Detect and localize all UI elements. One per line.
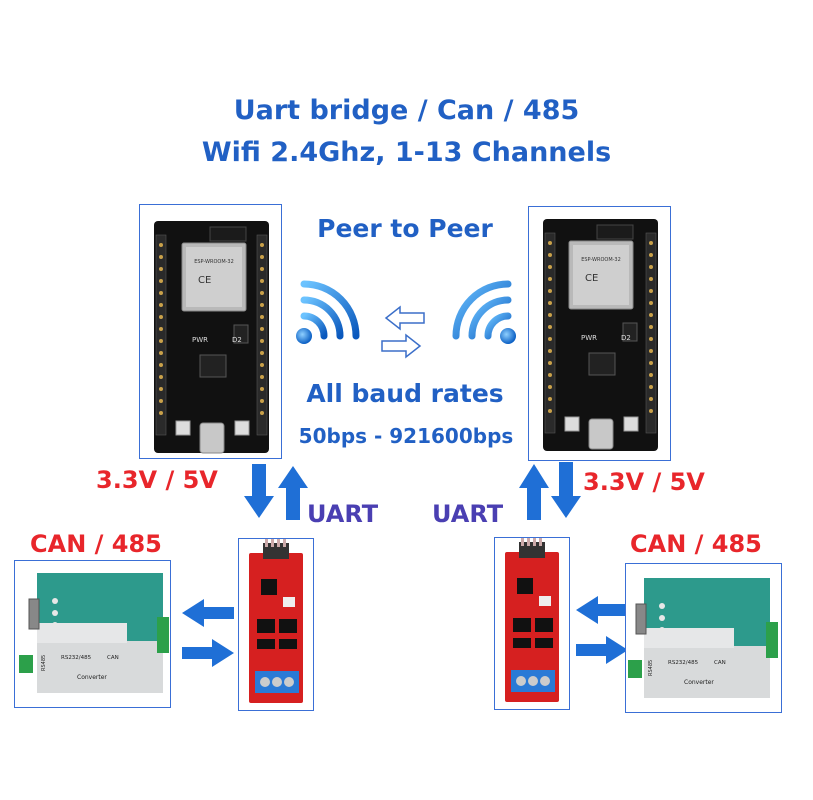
esp32-board-left: ESP-WROOM-32 CE PWR D2 [154,221,269,454]
converter-left-can: CAN [107,655,119,661]
converter-left-name: Converter [77,674,107,681]
converter-left-side: RS485 [41,655,47,671]
svg-text:CE: CE [585,273,598,284]
pwr-label-left: PWR [192,336,208,344]
converter-left-label: RS232/485 [61,655,92,661]
title-line-2: Wifi 2.4Ghz, 1-13 Channels [201,137,612,168]
rs485-module-right [505,538,559,702]
baud-title: All baud rates [306,379,504,408]
voltage-label-left: 3.3V / 5V [96,466,218,494]
arrow-left-outline-icon [384,305,425,331]
chip-label-left: ESP-WROOM-32 [194,259,234,265]
rs485-module-right-frame [494,537,570,710]
can-label-right: CAN / 485 [630,530,762,558]
converter-right-can: CAN [714,660,726,666]
converter-arrows-right [576,596,628,664]
arrow-left-icon [576,596,628,624]
uart-arrows-left [244,464,308,520]
arrow-right-outline-icon [381,333,422,359]
d2-label-right: D2 [621,334,631,342]
converter-right-label: RS232/485 [668,660,699,666]
arrow-right-icon [182,639,234,667]
esp32-board-left-frame: ESP-WROOM-32 CE PWR D2 [139,204,282,459]
baud-range: 50bps - 921600bps [298,424,514,448]
rs485-module-left [249,539,303,703]
wifi-icon-left [296,280,360,344]
arrow-up-icon [278,466,308,520]
arrow-right-icon [576,636,628,664]
arrow-down-icon [551,462,581,518]
chip-label-right: ESP-WROOM-32 [581,257,621,263]
rs485-module-left-frame [238,538,314,711]
uart-label-left: UART [307,500,379,528]
converter-right-name: Converter [684,679,714,686]
title-line-1: Uart bridge / Can / 485 [233,95,580,126]
converter-right-side: RS485 [648,660,654,676]
can-label-left: CAN / 485 [30,530,162,558]
arrow-up-icon [519,464,549,520]
peer-to-peer-label: Peer to Peer [317,214,493,243]
can-converter-left: RS232/485 CAN Converter RS485 [19,573,169,693]
can-converter-right: RS232/485 CAN Converter RS485 [628,578,778,698]
svg-text:CE: CE [198,275,211,286]
esp32-board-right: ESP-WROOM-32 CE PWR D2 [543,219,658,451]
uart-label-right: UART [432,500,504,528]
converter-arrows-left [182,599,234,667]
arrow-down-icon [244,464,274,518]
wifi-exchange-graphic [296,280,516,359]
wifi-icon-right [452,280,516,344]
d2-label-left: D2 [232,336,242,344]
can-converter-right-frame: RS232/485 CAN Converter RS485 [625,563,782,713]
voltage-label-right: 3.3V / 5V [583,468,705,496]
arrow-left-icon [182,599,234,627]
pwr-label-right: PWR [581,334,597,342]
esp32-board-right-frame: ESP-WROOM-32 CE PWR D2 [528,206,671,461]
can-converter-left-frame: RS232/485 CAN Converter RS485 [14,560,171,708]
uart-arrows-right [519,462,581,520]
